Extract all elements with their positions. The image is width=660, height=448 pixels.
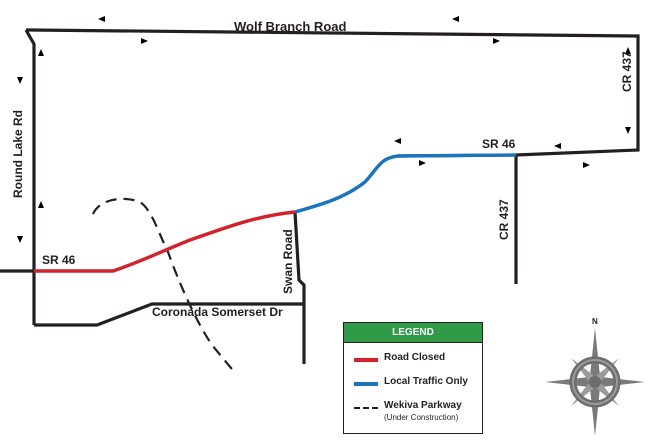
legend-label: Road Closed xyxy=(384,352,446,363)
round-lake-road-line xyxy=(24,29,36,325)
arrow-right-icon xyxy=(396,160,426,166)
round-lake-road-label: Round Lake Rd xyxy=(11,110,25,198)
map-legend: LEGEND Road Closed Local Traffic Only We… xyxy=(343,322,483,434)
legend-title: LEGEND xyxy=(344,323,482,343)
swan-road-label: Swan Road xyxy=(281,229,295,294)
arrow-left-icon xyxy=(394,138,424,144)
sr46-west-label: SR 46 xyxy=(42,253,76,267)
arrow-left-icon xyxy=(452,16,482,22)
compass-rose: N xyxy=(545,317,645,436)
legend-label: Local Traffic Only xyxy=(384,376,468,387)
cr437-mid-label: CR 437 xyxy=(497,199,511,240)
arrow-up-icon xyxy=(38,49,44,79)
coronada-somerset-line xyxy=(34,302,304,327)
arrow-left-icon xyxy=(98,16,128,22)
direction-arrows xyxy=(17,16,631,243)
swan-road-line xyxy=(293,211,306,364)
arrow-right-icon xyxy=(560,162,590,168)
coronada-somerset-label: Coronada Somerset Dr xyxy=(152,305,283,319)
compass-north-label: N xyxy=(592,317,598,326)
wekiva-parkway-line xyxy=(91,197,237,375)
arrow-down-icon xyxy=(625,104,631,134)
wolf-branch-road-line xyxy=(26,28,640,158)
wolf-branch-road-label: Wolf Branch Road xyxy=(234,19,346,34)
cr437-top-label: CR 437 xyxy=(620,51,634,92)
legend-swatch-dashed xyxy=(354,407,378,409)
arrow-left-icon xyxy=(554,143,584,149)
arrow-right-icon xyxy=(118,38,148,44)
arrow-down-icon xyxy=(17,54,23,84)
sr46-east-label: SR 46 xyxy=(482,137,516,151)
legend-label: Wekiva Parkway xyxy=(384,400,462,411)
legend-swatch-red xyxy=(354,358,378,362)
local-traffic-segment xyxy=(294,153,517,214)
arrow-up-icon xyxy=(38,201,44,231)
legend-swatch-blue xyxy=(354,382,378,386)
road-closed-segment xyxy=(34,210,296,273)
arrow-down-icon xyxy=(17,213,23,243)
arrow-right-icon xyxy=(470,38,500,44)
legend-sublabel: (Under Construction) xyxy=(384,413,459,422)
